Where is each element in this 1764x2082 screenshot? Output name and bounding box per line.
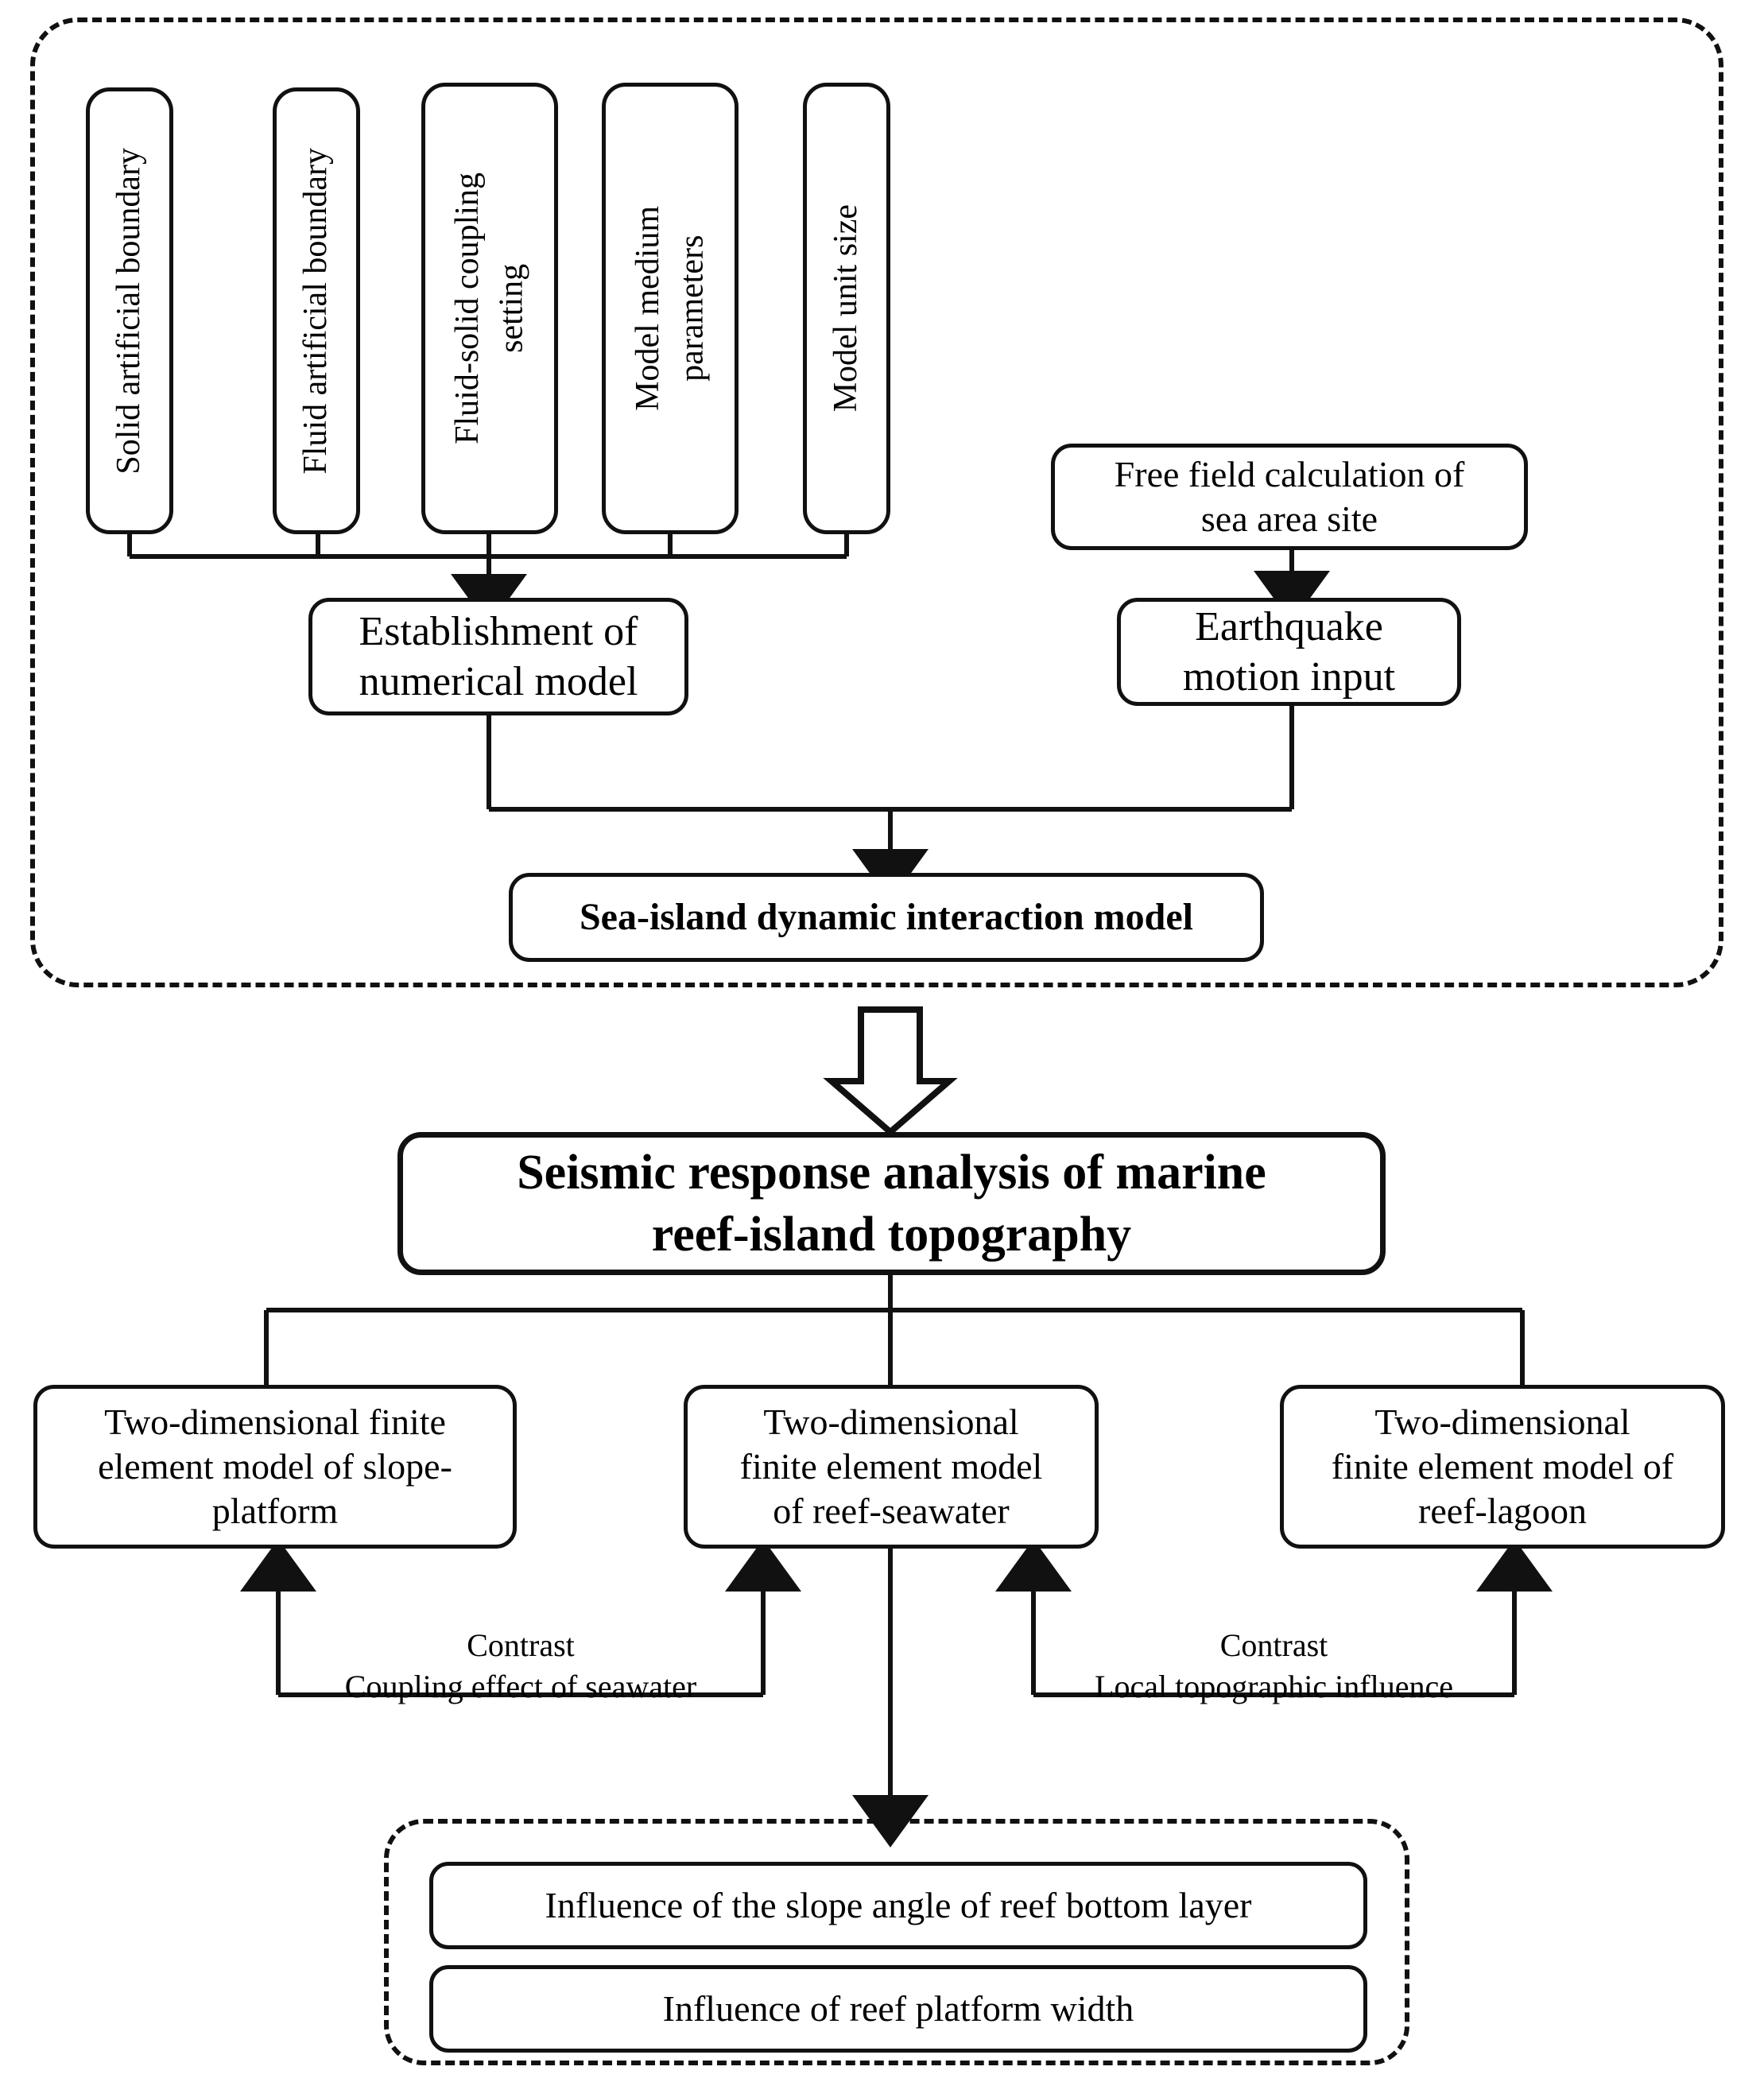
param-box-model-medium-parameters[interactable]: Model medium parameters — [602, 83, 739, 534]
node-main-title[interactable]: Seismic response analysis of marine reef… — [397, 1132, 1386, 1275]
param-box-model-unit-size[interactable]: Model unit size — [803, 83, 890, 534]
node-influence-platform-width[interactable]: Influence of reef platform width — [429, 1965, 1367, 2053]
node-label: Influence of reef platform width — [662, 1987, 1134, 2029]
param-box-solid-artificial-boundary[interactable]: Solid artificial boundary — [86, 87, 173, 534]
node-label: Earthquake motion input — [1182, 603, 1396, 700]
node-model-reef-seawater[interactable]: Two-dimensional finite element model of … — [684, 1385, 1099, 1549]
page-title: Seismic response analysis of marine reef… — [517, 1145, 1266, 1262]
param-box-label: Fluid-solid coupling setting — [448, 173, 529, 444]
node-sea-island-dynamic-interaction-model[interactable]: Sea-island dynamic interaction model — [509, 873, 1264, 962]
node-earthquake-motion-input[interactable]: Earthquake motion input — [1117, 598, 1461, 706]
param-box-fluid-solid-coupling-setting[interactable]: Fluid-solid coupling setting — [421, 83, 558, 534]
edge-label-text: Contrast Local topographic influence — [1095, 1627, 1453, 1704]
node-label: Two-dimensional finite element model of … — [1331, 1401, 1674, 1532]
node-label: Influence of the slope angle of reef bot… — [545, 1884, 1252, 1925]
param-box-label: Model unit size — [828, 204, 865, 413]
param-box-label: Model medium parameters — [629, 206, 710, 411]
node-influence-slope-angle[interactable]: Influence of the slope angle of reef bot… — [429, 1862, 1367, 1949]
edge-label-text: Contrast Coupling effect of seawater — [344, 1627, 697, 1704]
dashed-group-model-establishment — [30, 17, 1723, 987]
node-label: Two-dimensional finite element model of … — [739, 1401, 1043, 1532]
node-label: Sea-island dynamic interaction model — [579, 895, 1193, 938]
param-box-label: Solid artificial boundary — [110, 147, 148, 475]
node-label: Establishment of numerical model — [359, 608, 638, 704]
node-label: Two-dimensional finite element model of … — [98, 1401, 452, 1532]
edge-label-contrast-right: Contrast Local topographic influence — [1033, 1584, 1514, 1708]
node-free-field-calculation[interactable]: Free field calculation of sea area site — [1051, 444, 1528, 550]
node-establishment-of-numerical-model[interactable]: Establishment of numerical model — [308, 598, 688, 715]
node-model-reef-lagoon[interactable]: Two-dimensional finite element model of … — [1280, 1385, 1725, 1549]
param-box-label: Fluid artificial boundary — [297, 147, 335, 475]
edge-label-contrast-left: Contrast Coupling effect of seawater — [278, 1584, 763, 1708]
node-label: Free field calculation of sea area site — [1114, 453, 1465, 539]
node-model-slope-platform[interactable]: Two-dimensional finite element model of … — [33, 1385, 517, 1549]
param-box-fluid-artificial-boundary[interactable]: Fluid artificial boundary — [273, 87, 360, 534]
